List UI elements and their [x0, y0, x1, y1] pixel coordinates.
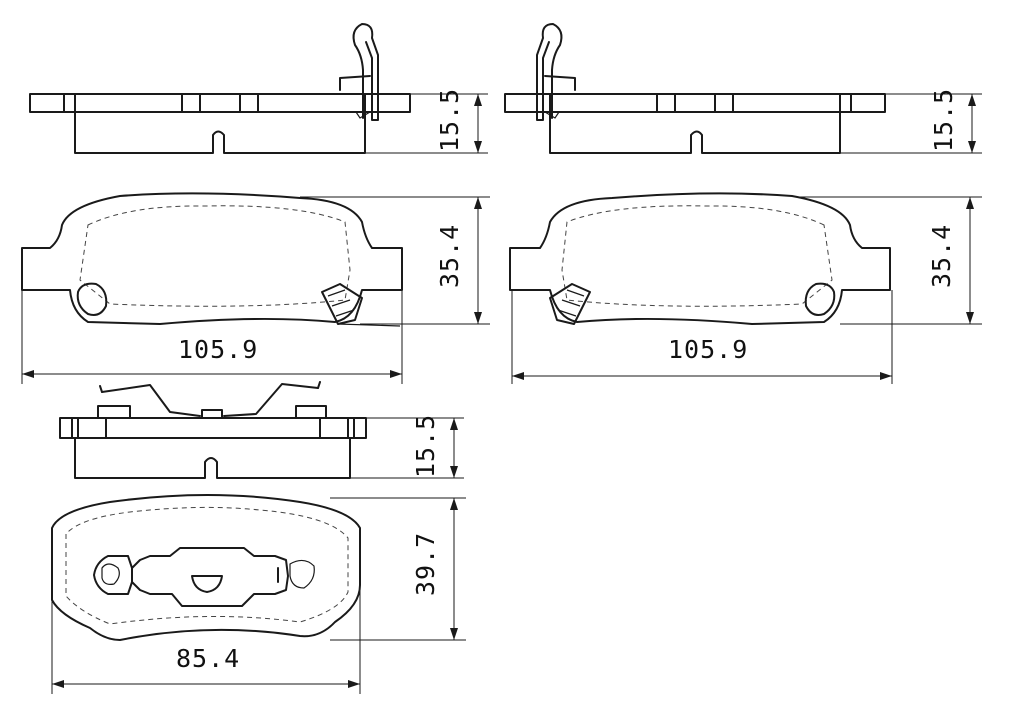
dimension-mid-right-height: 35.4: [800, 196, 982, 325]
dimension-top-left-thickness: 15.5: [365, 88, 488, 154]
pad-side-view-top-left: [29, 23, 411, 154]
dimension-label: 15.5: [411, 414, 440, 478]
dimension-mid-left-height: 35.4: [300, 196, 490, 325]
pad-face-view-right: [509, 192, 891, 325]
dimension-mid-left-width: 105.9: [21, 290, 403, 384]
dimension-top-right-thickness: 15.5: [840, 88, 982, 154]
dimension-label: 35.4: [927, 224, 956, 288]
clip-detail-right: [321, 283, 401, 327]
pad-side-view-top-right: [504, 23, 886, 154]
dimension-label: 39.7: [411, 532, 440, 596]
dimension-label: 85.4: [176, 644, 240, 673]
dimension-mid-right-width: 105.9: [511, 290, 893, 384]
dimension-lower-thickness: 15.5: [350, 414, 464, 479]
dimension-bottom-width: 85.4: [51, 585, 361, 694]
dimension-label: 15.5: [929, 88, 958, 152]
clip-detail-left: [549, 283, 591, 325]
dimension-label: 105.9: [178, 335, 258, 364]
pad-face-view-left: [21, 192, 403, 327]
dimension-label: 35.4: [435, 224, 464, 288]
dimension-label: 105.9: [668, 335, 748, 364]
dimension-bottom-height: 39.7: [330, 497, 466, 641]
pad-face-view-bottom: [51, 494, 361, 641]
pad-side-view-lower: [59, 381, 367, 479]
dimension-label: 15.5: [435, 88, 464, 152]
